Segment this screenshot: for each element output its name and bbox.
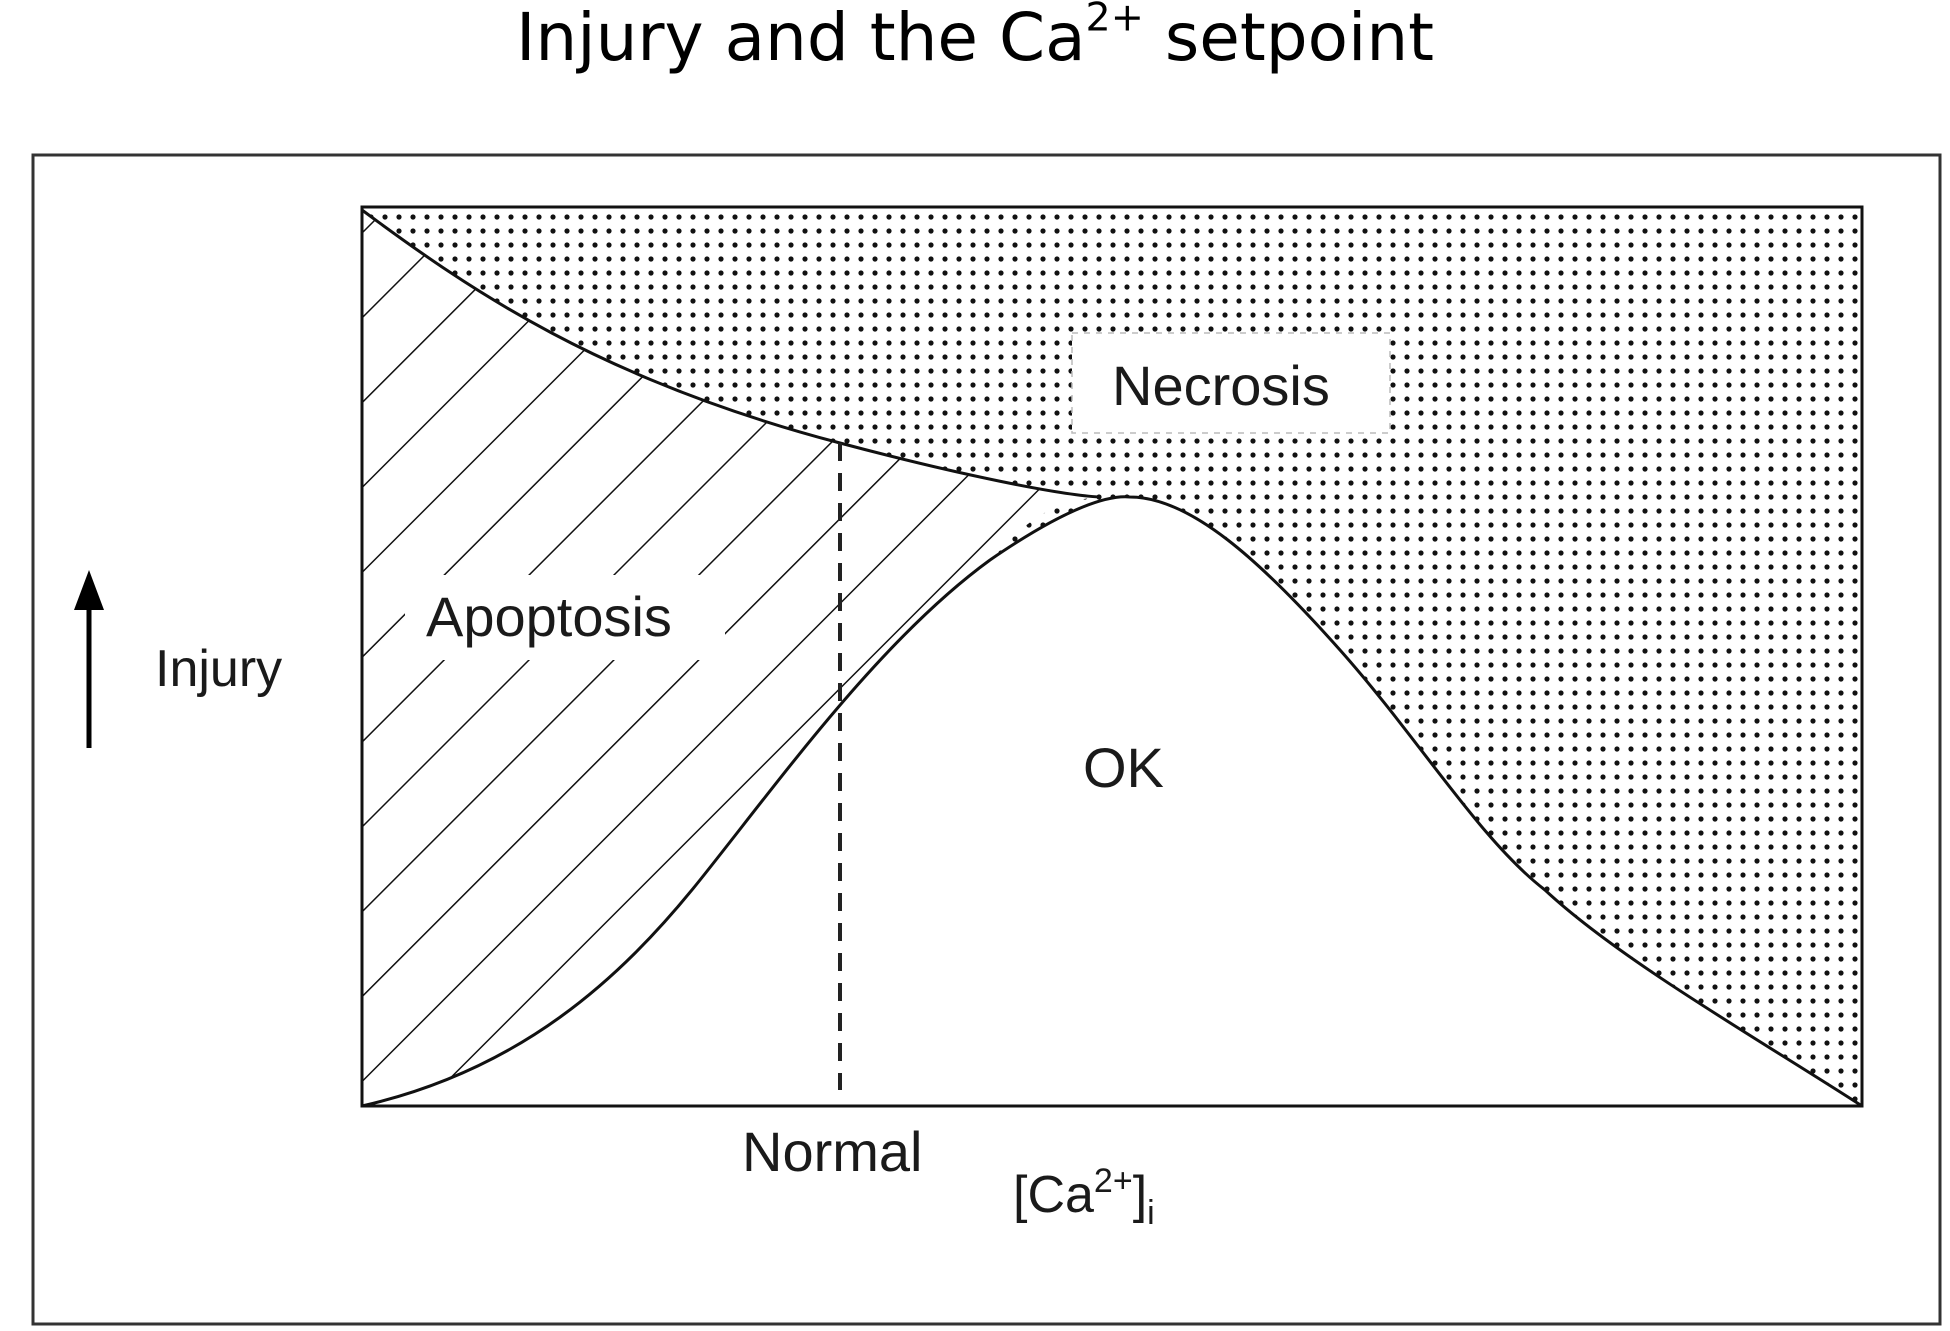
plot-frame: [360, 205, 1864, 1108]
title-superscript: 2+: [1085, 0, 1144, 41]
injury-arrow-icon: [74, 570, 104, 610]
x-axis-label-superscript: 2+: [1094, 1162, 1133, 1200]
x-axis-label: [Ca2+]i: [1013, 1162, 1155, 1232]
apoptosis-hatch: [362, 210, 1100, 1106]
title-suffix: setpoint: [1143, 0, 1435, 76]
apoptosis-label-box: [405, 575, 725, 660]
necrosis-label-box: [1071, 332, 1391, 434]
x-axis-label-close: ]: [1133, 1166, 1147, 1224]
x-axis-label-base: [Ca: [1013, 1166, 1094, 1224]
necrosis-label: Necrosis: [1112, 354, 1330, 417]
title-text: Injury and the Ca: [515, 0, 1086, 76]
normal-label: Normal: [742, 1120, 922, 1183]
apoptosis-label: Apoptosis: [426, 585, 672, 648]
ok-label: OK: [1083, 736, 1164, 799]
outer-frame: [31, 153, 1942, 1326]
figure-title: Injury and the Ca2+ setpoint: [0, 0, 1950, 75]
ok-boundary-curve: [361, 495, 1863, 1108]
y-axis-label: Injury: [155, 640, 282, 698]
ok-region: [362, 496, 1862, 1106]
apoptosis-necrosis-boundary: [361, 208, 1101, 499]
x-axis-label-subscript: i: [1147, 1194, 1155, 1232]
